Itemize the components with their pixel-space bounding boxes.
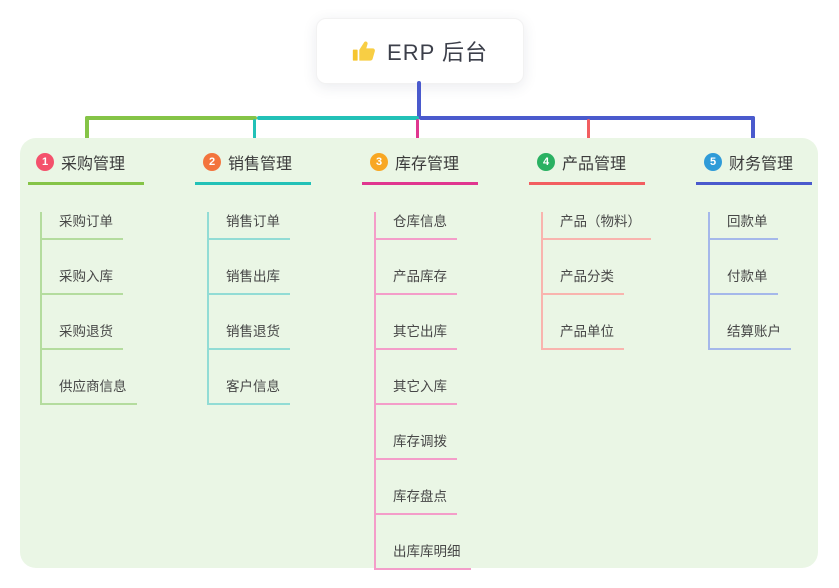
child-node[interactable]: 产品分类 (543, 267, 624, 295)
drop-line-inventory (416, 119, 419, 143)
branch-children: 回款单 付款单 结算账户 (708, 212, 814, 350)
child-node[interactable]: 库存盘点 (376, 487, 457, 515)
branch-node-inventory[interactable]: 3 库存管理 (362, 148, 478, 185)
branch-node-sales[interactable]: 2 销售管理 (195, 148, 311, 185)
branch-badge: 1 (36, 153, 54, 171)
branch-badge: 3 (370, 153, 388, 171)
child-node[interactable]: 出库库明细 (376, 542, 471, 570)
branch-children: 仓库信息 产品库存 其它出库 其它入库 库存调拨 库存盘点 出库库明细 (374, 212, 480, 570)
branch-title: 销售管理 (228, 156, 293, 173)
branch-column-finance: 5 财务管理 回款单 付款单 结算账户 (696, 148, 814, 350)
child-node[interactable]: 产品库存 (376, 267, 457, 295)
child-node[interactable]: 产品单位 (543, 322, 624, 350)
root-title: ERP 后台 (387, 40, 488, 65)
branch-node-finance[interactable]: 5 财务管理 (696, 148, 812, 185)
branch-column-purchase: 1 采购管理 采购订单 采购入库 采购退货 供应商信息 (28, 148, 146, 405)
child-node[interactable]: 库存调拨 (376, 432, 457, 460)
child-node[interactable]: 结算账户 (710, 322, 791, 350)
child-node[interactable]: 产品（物料） (543, 212, 651, 240)
branch-title: 财务管理 (729, 156, 794, 173)
thumbs-up-icon (352, 41, 375, 61)
branch-children: 销售订单 销售出库 销售退货 客户信息 (207, 212, 313, 405)
branch-node-purchase[interactable]: 1 采购管理 (28, 148, 144, 185)
drop-line-finance (751, 116, 755, 143)
child-node[interactable]: 回款单 (710, 212, 778, 240)
child-node[interactable]: 销售出库 (209, 267, 290, 295)
child-node[interactable]: 其它入库 (376, 377, 457, 405)
child-node[interactable]: 客户信息 (209, 377, 290, 405)
branch-hline-finance (419, 116, 755, 120)
child-node[interactable]: 采购订单 (42, 212, 123, 240)
branch-hline-purchase (85, 116, 257, 120)
drop-line-product (587, 119, 590, 143)
branch-badge: 4 (537, 153, 555, 171)
child-node[interactable]: 其它出库 (376, 322, 457, 350)
child-node[interactable]: 仓库信息 (376, 212, 457, 240)
branch-column-inventory: 3 库存管理 仓库信息 产品库存 其它出库 其它入库 库存调拨 库存盘点 出库库… (362, 148, 480, 570)
branch-children: 产品（物料） 产品分类 产品单位 (541, 212, 651, 350)
child-node[interactable]: 采购入库 (42, 267, 123, 295)
trunk-line (417, 81, 421, 119)
child-node[interactable]: 采购退货 (42, 322, 123, 350)
child-node[interactable]: 销售订单 (209, 212, 290, 240)
mindmap-panel: 1 采购管理 采购订单 采购入库 采购退货 供应商信息 2 销售管理 销售订单 … (20, 138, 818, 570)
child-node[interactable]: 供应商信息 (42, 377, 137, 405)
branch-column-product: 4 产品管理 产品（物料） 产品分类 产品单位 (529, 148, 651, 350)
drop-line-sales (253, 119, 256, 143)
child-node[interactable]: 付款单 (710, 267, 778, 295)
branch-node-product[interactable]: 4 产品管理 (529, 148, 645, 185)
branch-hline-sales (257, 116, 419, 120)
branch-title: 产品管理 (562, 156, 627, 173)
branch-badge: 5 (704, 153, 722, 171)
branch-title: 采购管理 (61, 156, 126, 173)
child-node[interactable]: 销售退货 (209, 322, 290, 350)
branch-children: 采购订单 采购入库 采购退货 供应商信息 (40, 212, 146, 405)
drop-line-purchase (85, 116, 89, 143)
branch-badge: 2 (203, 153, 221, 171)
branch-title: 库存管理 (395, 156, 460, 173)
root-node[interactable]: ERP 后台 (316, 18, 524, 84)
branch-column-sales: 2 销售管理 销售订单 销售出库 销售退货 客户信息 (195, 148, 313, 405)
